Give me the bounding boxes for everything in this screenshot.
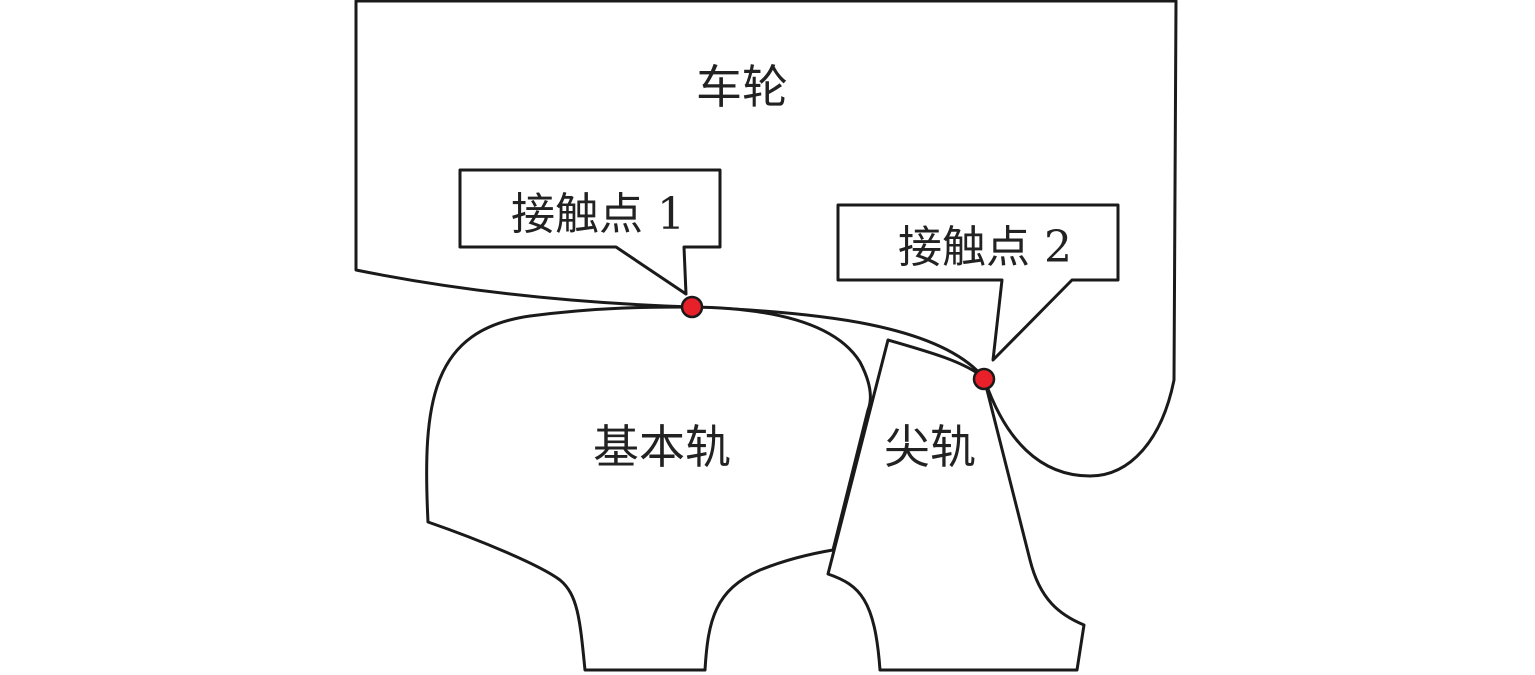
contact-point-1-marker [680,295,704,319]
contact-point-2-label: 接触点 2 [898,222,1072,273]
wheel-label: 车轮 [696,60,788,114]
contact-point-1-label: 接触点 1 [511,189,685,240]
switch-rail-label: 尖轨 [884,420,976,474]
contact-point-2-marker [972,367,996,391]
callout-contact-point-2: 接触点 2 [836,203,1120,362]
stock-rail-label: 基本轨 [593,420,731,474]
callout-contact-point-1: 接触点 1 [458,168,722,296]
wheel-outline [354,0,1178,478]
switch-rail-outline [826,338,1086,672]
stock-rail-outline [425,305,872,672]
